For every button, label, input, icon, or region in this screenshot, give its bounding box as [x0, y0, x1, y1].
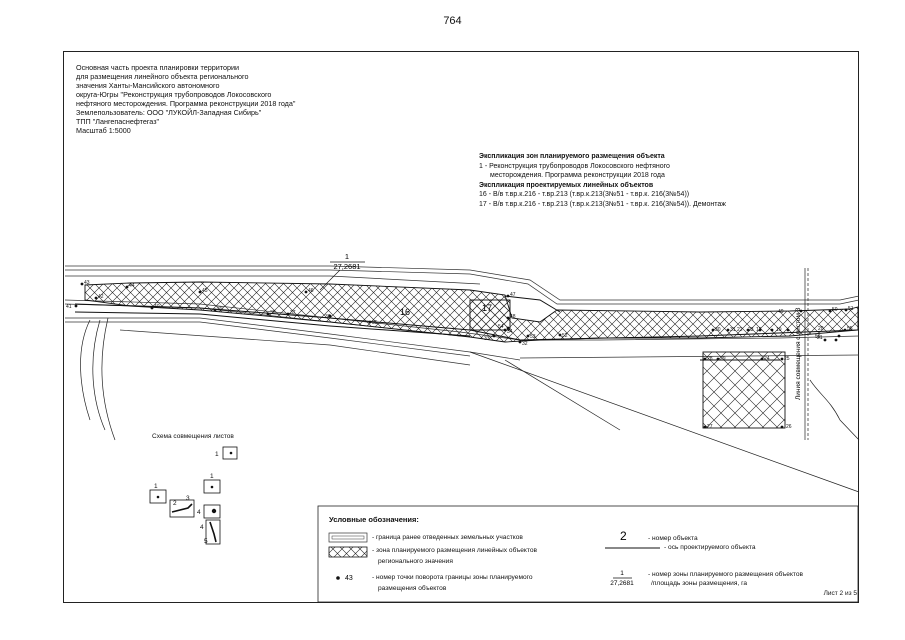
planned-zone: [84, 281, 859, 429]
scheme-sheet-label: 2: [173, 500, 177, 507]
point-label: 29: [720, 356, 726, 362]
legend-item-axis: - ось проектируемого объекта: [664, 544, 756, 551]
point-label: 34: [507, 329, 513, 335]
legend-fraction-top: 1: [620, 570, 624, 577]
legend-symbols: [328, 532, 660, 580]
scheme-sheet-label: 4: [197, 509, 201, 516]
scheme-sheet-label: 1: [154, 483, 158, 490]
point-label: 21: [817, 335, 823, 341]
sheet-scheme: [149, 446, 238, 545]
point-label: 49: [778, 309, 784, 315]
point-label: 27: [707, 424, 713, 430]
legend-box: [317, 505, 859, 603]
point-label: 22: [737, 327, 743, 333]
point-label: 28: [707, 356, 713, 362]
zone-1-line2: месторождения. Программа реконструкции 2…: [490, 172, 665, 180]
legend-title: Условные обозначения:: [329, 515, 419, 524]
point-label: 23: [748, 327, 754, 333]
point-label: 40: [154, 304, 160, 310]
point-label: 48: [510, 314, 516, 320]
legend-item-point-cont: размещения объектов: [378, 585, 447, 592]
point-label: 26: [786, 424, 792, 430]
point-label: 41: [66, 304, 72, 310]
object-label-17: 17: [482, 303, 492, 313]
point-label: 32: [522, 341, 528, 347]
point-label: 20: [818, 326, 824, 332]
page-number: 764: [443, 15, 462, 27]
sheet-joint-line-label: Линия совмещения с листом 3: [795, 307, 802, 400]
point-label: 30: [715, 327, 721, 333]
scheme-sheet-label: 1: [210, 473, 214, 480]
point-label: 37: [290, 310, 296, 316]
zone-1-line1: 1 - Реконструкция трубопроводов Локосовс…: [479, 162, 670, 170]
sheet-scheme-title: Схема совмещения листов: [152, 433, 234, 440]
point-label: 18: [756, 327, 762, 333]
sheet-info: Лист 2 из 5: [823, 590, 857, 597]
map-frame: [63, 51, 859, 603]
objects-explication-header: Экспликация проектируемых линейных объек…: [479, 181, 654, 189]
point-label: 43: [84, 280, 90, 286]
point-label: 55: [847, 326, 853, 332]
point-label: 38: [270, 310, 276, 316]
zone-callout-number: 1: [345, 252, 349, 261]
legend-object-number-example: 2: [620, 529, 627, 543]
point-label: 52: [562, 333, 568, 339]
point-label: 56: [815, 334, 821, 340]
point-label: 24: [764, 356, 770, 362]
legend-fraction-bottom: 27,2681: [610, 580, 634, 587]
zone-callout-area: 27,2681: [333, 262, 360, 271]
object-17-description: 17 - В/в т.вр.к.216 - т.вр.213 (т.вр.к.2…: [479, 200, 726, 208]
point-label: 54: [498, 324, 504, 330]
point-label: 31: [730, 327, 736, 333]
scheme-sheet-label: 1: [215, 451, 219, 458]
point-label: 44: [129, 283, 135, 289]
scheme-sheet-label: 5: [204, 538, 208, 545]
object-label-16: 16: [400, 307, 410, 317]
zones-explication-header: Экспликация зон планируемого размещения …: [479, 153, 665, 160]
point-label: 53: [530, 334, 536, 340]
point-label: 19: [776, 327, 782, 333]
point-label: 47: [510, 292, 516, 298]
legend-item-zone-area: /площадь зоны размещения, га: [651, 580, 748, 587]
point-label: 45: [202, 288, 208, 294]
legend-item-boundaries: - граница ранее отведенных земельных уча…: [372, 534, 523, 541]
sheet-scheme-labels: 1 1 1 2 3 4 4 5: [154, 451, 219, 545]
legend-item-zone: - зона планируемого размещения линейных …: [372, 547, 537, 554]
object-16-description: 16 - В/в т.вр.к.216 - т.вр.213 (т.вр.к.2…: [479, 191, 690, 199]
point-label: 35: [372, 320, 378, 326]
legend-point-example: 43: [345, 575, 353, 582]
misc-lines: [80, 268, 860, 493]
legend-item-point: - номер точки поворота границы зоны план…: [372, 574, 533, 581]
point-label: 42: [98, 294, 104, 300]
scheme-sheet-label: 4: [200, 524, 204, 531]
point-label: 51: [848, 306, 854, 312]
explication: Экспликация зон планируемого размещения …: [479, 152, 726, 210]
point-label: 50: [832, 307, 838, 313]
zone-callout: 1 27,2681: [319, 252, 365, 291]
point-label: 46: [308, 288, 314, 294]
point-label: 25: [784, 356, 790, 362]
object-axes: [74, 295, 859, 361]
point-label: 39: [217, 306, 223, 312]
legend-item-zone-number: - номер зоны планируемого размещения объ…: [648, 571, 804, 578]
point-label: 33: [484, 336, 490, 342]
turn-points: 43 44 45 46 47 48 49 50 51 52 53 54 55 5…: [66, 280, 854, 430]
scheme-sheet-label: 3: [186, 495, 190, 502]
point-label: 36: [325, 314, 331, 320]
title-block: Основная часть проекта планировки террит…: [76, 63, 296, 135]
legend-item-object-number: - номер объекта: [648, 535, 698, 542]
legend-item-zone-cont: регионального значения: [378, 558, 453, 565]
